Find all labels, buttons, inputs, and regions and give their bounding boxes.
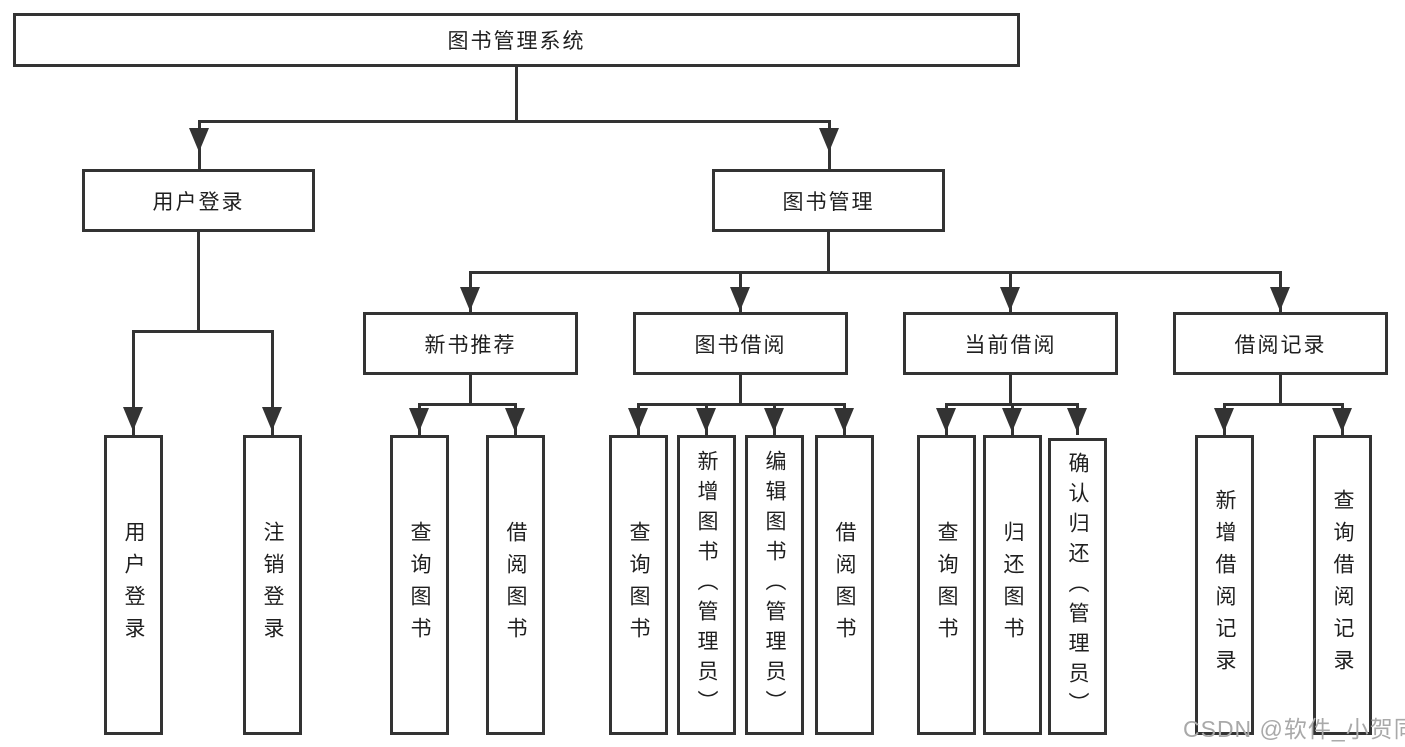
leaf-label: 查询图书 [408, 521, 431, 649]
node-label: 图书管理系统 [447, 30, 586, 53]
leaf-label: 新增图书（管理员） [695, 450, 718, 720]
leaf-label: 借阅图书 [504, 521, 527, 649]
arrow-down-icon [1214, 408, 1234, 432]
leaf-label: 编辑图书（管理员） [763, 450, 786, 720]
leaf-borrow-books-1: 借阅图书 [486, 435, 545, 735]
arrow-down-icon [696, 408, 716, 432]
leaf-label: 新增借阅记录 [1213, 489, 1236, 681]
arrow-down-icon [936, 408, 956, 432]
leaf-query-books-2: 查询图书 [609, 435, 668, 735]
leaf-query-books-1: 查询图书 [390, 435, 449, 735]
leaf-label: 借阅图书 [833, 521, 856, 649]
leaf-return-books: 归还图书 [983, 435, 1042, 735]
leaf-label: 查询图书 [935, 521, 958, 649]
connector-line [827, 231, 830, 274]
connector-line [418, 403, 517, 406]
connector-line [1009, 374, 1012, 405]
leaf-confirm-return-admin: 确认归还（管理员） [1048, 438, 1107, 735]
leaf-user-login: 用户登录 [104, 435, 163, 735]
arrow-down-icon [505, 408, 525, 432]
connector-line [271, 330, 274, 435]
leaf-label: 归还图书 [1001, 521, 1024, 649]
leaf-label: 确认归还（管理员） [1066, 451, 1089, 722]
arrow-down-icon [262, 407, 282, 431]
leaf-add-borrow-record: 新增借阅记录 [1195, 435, 1254, 735]
arrow-down-icon [834, 408, 854, 432]
leaf-query-borrow-record: 查询借阅记录 [1313, 435, 1372, 735]
node-book-borrow: 图书借阅 [633, 312, 848, 375]
leaf-borrow-books-2: 借阅图书 [815, 435, 874, 735]
connector-line [132, 330, 135, 435]
arrow-down-icon [1332, 408, 1352, 432]
connector-line [469, 271, 1282, 274]
leaf-label: 查询借阅记录 [1331, 489, 1354, 681]
node-borrow-record: 借阅记录 [1173, 312, 1388, 375]
arrow-down-icon [1270, 287, 1290, 311]
arrow-down-icon [1067, 408, 1087, 432]
arrow-down-icon [1002, 408, 1022, 432]
arrow-down-icon [764, 408, 784, 432]
node-label: 新书推荐 [424, 333, 517, 357]
leaf-label: 查询图书 [627, 521, 650, 649]
arrow-down-icon [189, 128, 209, 152]
node-current-borrow: 当前借阅 [903, 312, 1118, 375]
connector-line [198, 120, 831, 123]
arrow-down-icon [730, 287, 750, 311]
node-label: 用户登录 [152, 190, 245, 214]
node-new-rec: 新书推荐 [363, 312, 578, 375]
arrow-down-icon [409, 408, 429, 432]
leaf-add-books-admin: 新增图书（管理员） [677, 435, 736, 735]
leaf-label: 用户登录 [122, 521, 145, 649]
node-label: 当前借阅 [964, 333, 1057, 357]
leaf-label: 注销登录 [261, 521, 284, 649]
connector-line [515, 67, 518, 123]
node-label: 借阅记录 [1234, 333, 1327, 357]
arrow-down-icon [460, 287, 480, 311]
arrow-down-icon [819, 128, 839, 152]
leaf-edit-books-admin: 编辑图书（管理员） [745, 435, 804, 735]
connector-line [739, 374, 742, 405]
connector-line [197, 231, 200, 332]
node-book-mgmt: 图书管理 [712, 169, 945, 232]
connector-line [637, 403, 846, 406]
node-label: 图书借阅 [694, 333, 787, 357]
arrow-down-icon [1000, 287, 1020, 311]
leaf-query-books-3: 查询图书 [917, 435, 976, 735]
watermark: CSDN @软件_小贺同学 [1183, 716, 1405, 742]
node-label: 图书管理 [782, 190, 875, 214]
leaf-logout: 注销登录 [243, 435, 302, 735]
arrow-down-icon [123, 407, 143, 431]
connector-line [1279, 374, 1282, 405]
arrow-down-icon [628, 408, 648, 432]
connector-line [469, 374, 472, 405]
connector-line [132, 330, 274, 333]
node-user-login: 用户登录 [82, 169, 315, 232]
connector-line [1223, 403, 1344, 406]
node-root: 图书管理系统 [13, 13, 1020, 67]
